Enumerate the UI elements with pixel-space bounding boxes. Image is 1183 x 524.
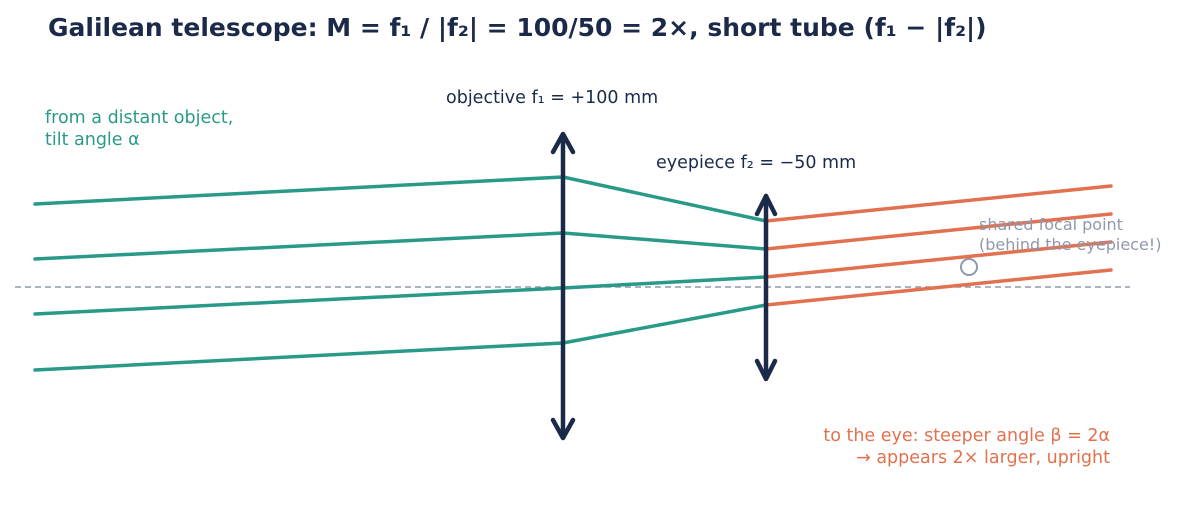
diagram-title: Galilean telescope: M = f₁ / |f₂| = 100/… bbox=[48, 13, 987, 42]
eye-label-line1: to the eye: steeper angle β = 2α bbox=[823, 426, 1110, 446]
objective-lens bbox=[550, 131, 576, 441]
converging-ray-4 bbox=[561, 303, 768, 345]
incoming-rays bbox=[33, 175, 565, 372]
outgoing-ray-3 bbox=[764, 240, 1113, 279]
incoming-ray-1 bbox=[33, 175, 565, 206]
incoming-label-line2: tilt angle α bbox=[45, 130, 140, 150]
eyepiece-lens bbox=[754, 193, 778, 382]
outgoing-ray-2 bbox=[764, 212, 1113, 251]
incoming-ray-4 bbox=[33, 341, 565, 372]
converging-ray-1 bbox=[561, 175, 768, 223]
converging-ray-3 bbox=[561, 275, 768, 290]
eye-label-line2: → appears 2× larger, upright bbox=[856, 448, 1110, 468]
converging-rays bbox=[561, 175, 768, 345]
incoming-ray-2 bbox=[33, 231, 565, 261]
focal-point-label-line2: (behind the eyepiece!) bbox=[979, 235, 1161, 254]
focal-point-marker bbox=[960, 258, 978, 276]
outgoing-rays bbox=[764, 184, 1113, 307]
incoming-label-line1: from a distant object, bbox=[45, 108, 233, 128]
focal-point-label-line1: shared focal point bbox=[979, 215, 1123, 234]
incoming-ray-3 bbox=[33, 286, 565, 316]
objective-label: objective f₁ = +100 mm bbox=[446, 88, 658, 108]
converging-ray-2 bbox=[561, 231, 768, 251]
outgoing-ray-1 bbox=[764, 184, 1113, 223]
outgoing-ray-4 bbox=[764, 268, 1113, 307]
eyepiece-label: eyepiece f₂ = −50 mm bbox=[656, 153, 856, 173]
